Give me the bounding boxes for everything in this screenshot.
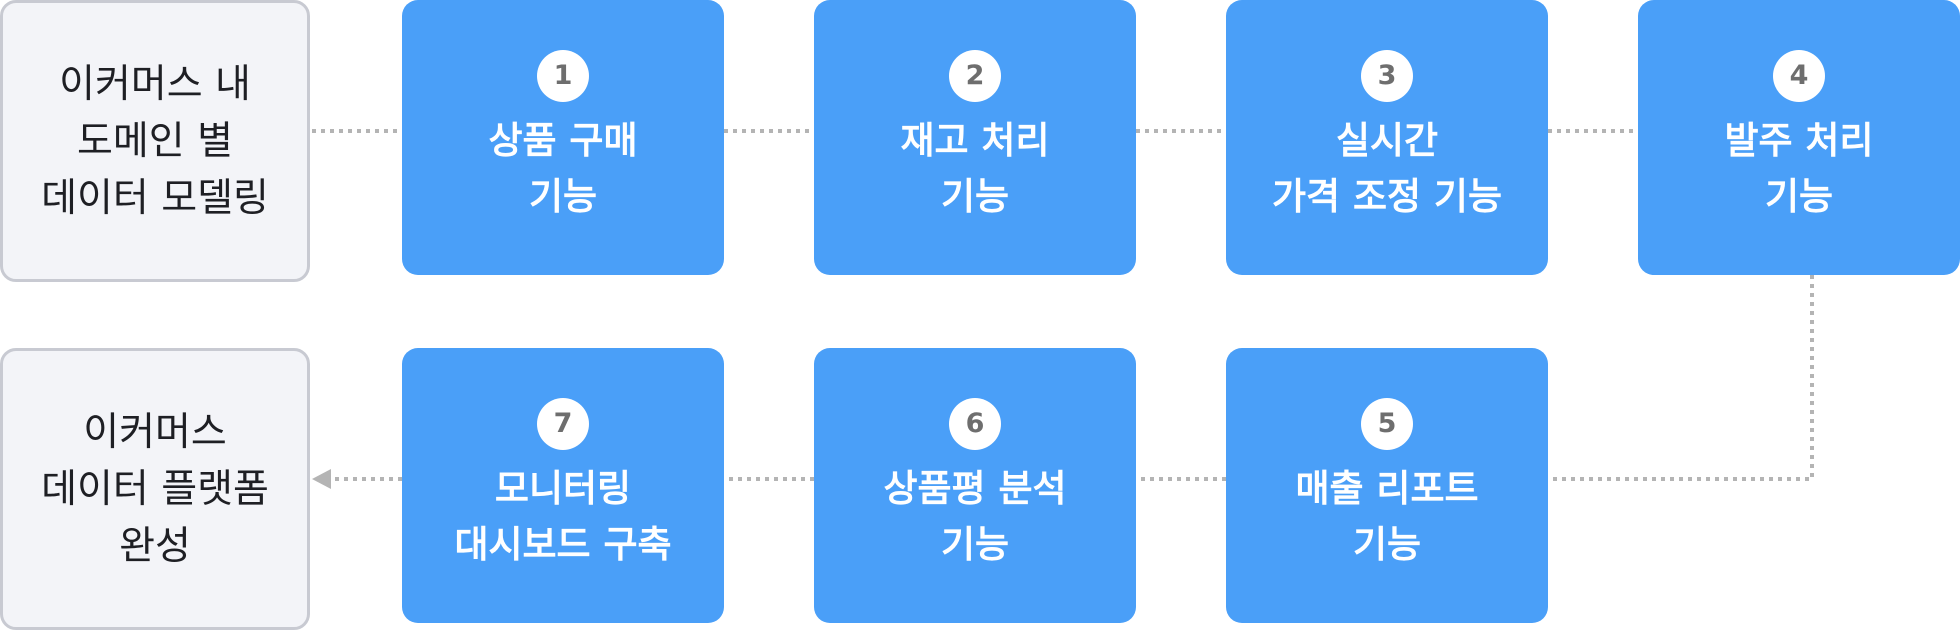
step-6-label-line-1: 상품평 분석 (883, 467, 1067, 510)
step-3-node: 3 실시간 가격 조정 기능 (1226, 0, 1548, 275)
step-4-number-badge: 4 (1773, 50, 1825, 102)
step-2-node: 2 재고 처리 기능 (814, 0, 1136, 275)
step-7-number-badge: 7 (537, 398, 589, 450)
step-5-label-line-2: 기능 (1352, 523, 1422, 566)
step-2-label-line-1: 재고 처리 (900, 119, 1050, 162)
end-node-line-3: 완성 (119, 523, 191, 569)
connector-end-arrowhead (312, 469, 331, 489)
step-3-label-line-2: 가격 조정 기능 (1271, 175, 1502, 218)
step-3-number-badge: 3 (1361, 50, 1413, 102)
start-node-line-1: 이커머스 내 (59, 61, 251, 107)
connector-step-4-to-step-5 (1548, 275, 1814, 481)
end-node-line-2: 데이터 플랫폼 (41, 466, 269, 512)
step-3-label-line-1: 실시간 (1335, 119, 1439, 162)
step-4-label-line-2: 기능 (1764, 175, 1834, 218)
step-6-node: 6 상품평 분석 기능 (814, 348, 1136, 623)
step-2-label-line-2: 기능 (940, 175, 1010, 218)
step-5-label-line-1: 매출 리포트 (1295, 467, 1479, 510)
step-4-node: 4 발주 처리 기능 (1638, 0, 1960, 275)
step-6-number-badge: 6 (949, 398, 1001, 450)
end-node-line-1: 이커머스 (83, 409, 227, 455)
step-7-label-line-1: 모니터링 (494, 467, 632, 510)
step-7-node: 7 모니터링 대시보드 구축 (402, 348, 724, 623)
step-5-node: 5 매출 리포트 기능 (1226, 348, 1548, 623)
start-node-line-3: 데이터 모델링 (41, 175, 269, 221)
start-node: 이커머스 내 도메인 별 데이터 모델링 (0, 0, 310, 282)
step-7-label-line-2: 대시보드 구축 (454, 523, 672, 566)
step-6-label-line-2: 기능 (940, 523, 1010, 566)
step-1-node: 1 상품 구매 기능 (402, 0, 724, 275)
step-4-label-line-1: 발주 처리 (1724, 119, 1874, 162)
step-5-number-badge: 5 (1361, 398, 1413, 450)
step-2-number-badge: 2 (949, 50, 1001, 102)
step-1-number-badge: 1 (537, 50, 589, 102)
step-1-label-line-2: 기능 (528, 175, 598, 218)
end-node: 이커머스 데이터 플랫폼 완성 (0, 348, 310, 630)
step-1-label-line-1: 상품 구매 (488, 119, 638, 162)
start-node-line-2: 도메인 별 (77, 118, 233, 164)
